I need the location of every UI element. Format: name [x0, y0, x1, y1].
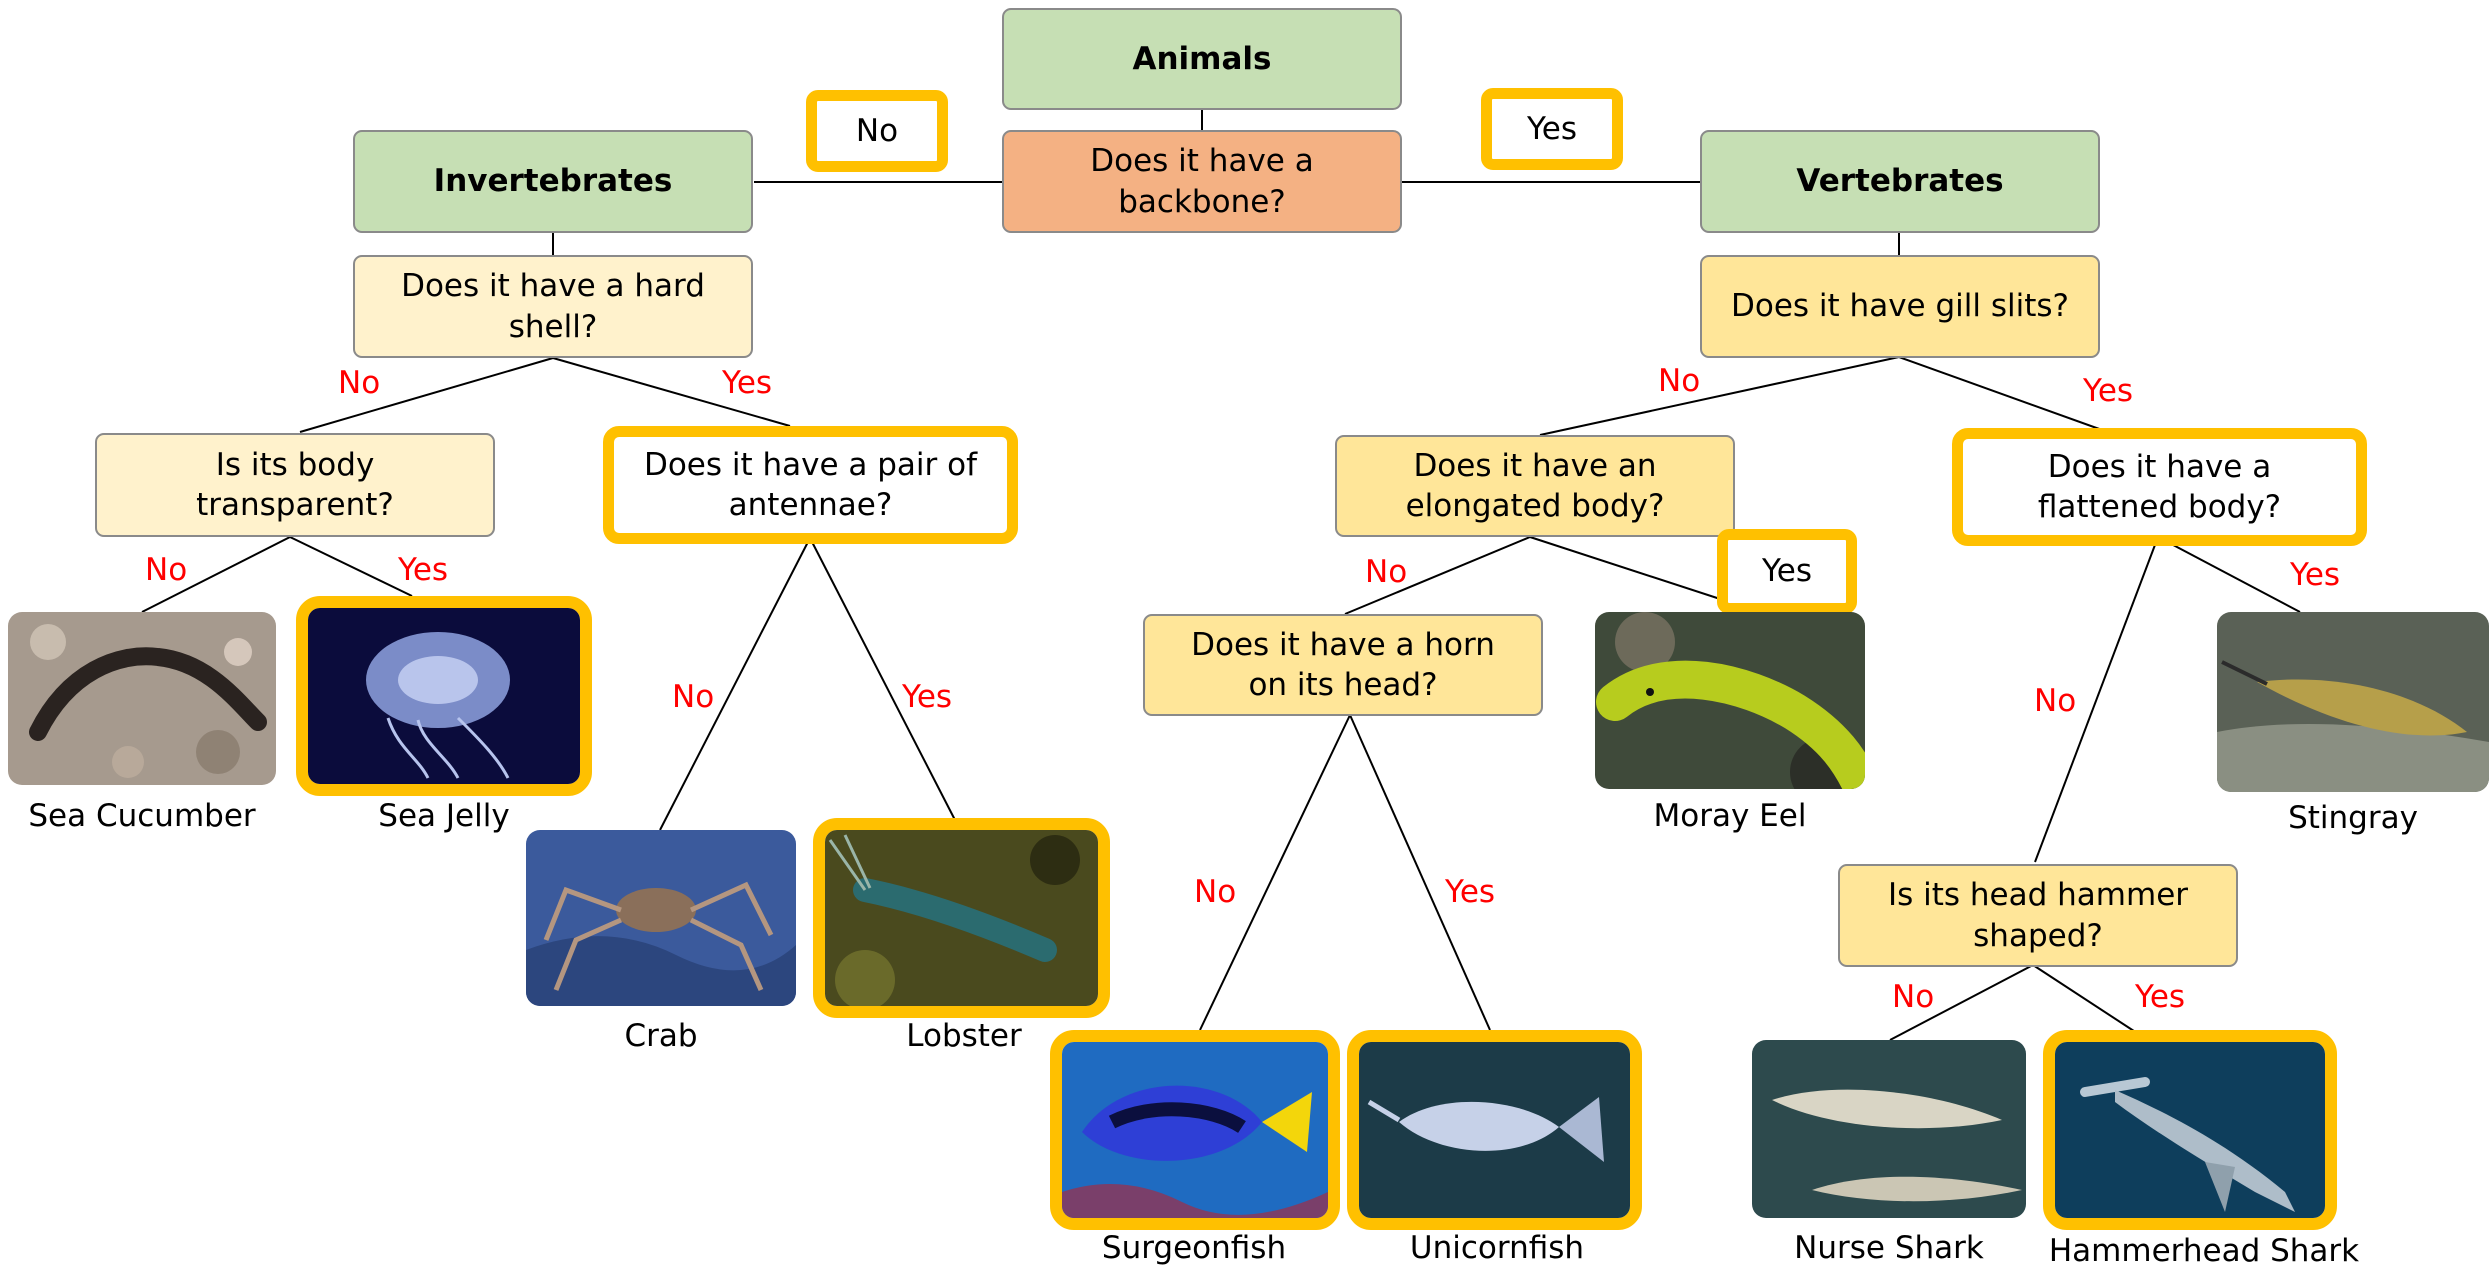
sea-jelly-label: Sea Jelly [378, 798, 510, 834]
answer-label-yes: Yes [2083, 373, 2134, 409]
answer-label-no: No [1194, 874, 1237, 910]
root-yes-label: Yes [1526, 110, 1578, 147]
answer-label-yes: Yes [1445, 874, 1496, 910]
elongated-question-box: Does it have an elongated body? [1335, 435, 1735, 537]
stingray-label: Stingray [2288, 800, 2418, 836]
connector [1889, 964, 2034, 1041]
crab-label: Crab [624, 1018, 698, 1054]
root-no-box: No [806, 90, 948, 172]
unicornfish-photo [1347, 1030, 1642, 1230]
hammer-question: Is its head hammer shaped? [1887, 877, 2189, 954]
unicornfish-label: Unicornfish [1409, 1230, 1585, 1265]
hard-shell-question-box: Does it have a hard shell? [353, 255, 753, 358]
answer-label-no: No [145, 552, 188, 588]
answer-label-no: No [1658, 363, 1701, 399]
connector [1344, 536, 1531, 615]
hammerhead-shark-photo [2043, 1030, 2337, 1230]
connector [141, 536, 291, 613]
horn-question-box: Does it have a horn on its head? [1143, 614, 1543, 716]
connector [1199, 714, 1351, 1031]
lobster-label: Lobster [906, 1018, 1022, 1054]
answer-label-yes: Yes [902, 679, 953, 715]
hammerhead-shark-label: Hammerhead Shark [2048, 1233, 2360, 1265]
connector [809, 537, 956, 821]
stingray-photo [2217, 612, 2489, 792]
root-no-label: No [855, 112, 899, 149]
answer-label-yes: Yes [398, 552, 449, 588]
connector [289, 536, 413, 597]
nurse-shark-label: Nurse Shark [1794, 1230, 1984, 1265]
surgeonfish-label: Surgeonfish [1101, 1230, 1287, 1265]
answer-label-yes: Yes [2290, 557, 2341, 593]
vertebrates-title: Vertebrates [1796, 163, 2004, 200]
hard-shell-question: Does it have a hard shell? [401, 268, 705, 345]
backbone-question: Does it have a backbone? [1090, 143, 1314, 220]
transparent-question: Is its body transparent? [196, 446, 394, 523]
antennae-question-box: Does it have a pair of antennae? [603, 426, 1018, 544]
answer-label-yes: Yes [722, 365, 773, 401]
connector [1539, 356, 1900, 436]
transparent-question-box: Is its body transparent? [95, 433, 495, 537]
connector [299, 357, 554, 433]
moray-yes-box: Yes [1717, 529, 1857, 614]
flattened-question: Does it have a flattened body? [2037, 448, 2282, 525]
connector [2032, 964, 2141, 1036]
root-yes-box: Yes [1481, 88, 1623, 170]
gill-slits-question-box: Does it have gill slits? [1700, 255, 2100, 358]
hammer-question-box: Is its head hammer shaped? [1838, 864, 2238, 967]
root-title: Animals [1132, 40, 1272, 77]
crab-photo [526, 830, 796, 1006]
sea-jelly-photo [296, 596, 592, 796]
answer-label-no: No [338, 365, 381, 401]
connector [659, 537, 811, 831]
gill-slits-question: Does it have gill slits? [1731, 288, 2069, 325]
elongated-question: Does it have an elongated body? [1405, 447, 1665, 524]
moray-yes-label: Yes [1761, 553, 1813, 590]
antennae-question: Does it have a pair of antennae? [643, 446, 978, 523]
invertebrates-title: Invertebrates [433, 163, 673, 200]
root-title-box: Animals [1002, 8, 1402, 110]
connector [2034, 536, 2159, 863]
connector [1898, 356, 2131, 441]
invertebrates-box: Invertebrates [353, 130, 753, 233]
sea-cucumber-photo [8, 612, 276, 785]
vertebrates-box: Vertebrates [1700, 130, 2100, 233]
sea-cucumber-label: Sea Cucumber [28, 798, 256, 834]
answer-label-no: No [1892, 979, 1935, 1015]
flattened-question-box: Does it have a flattened body? [1952, 428, 2367, 546]
horn-question: Does it have a horn on its head? [1191, 626, 1495, 703]
lobster-photo [813, 818, 1110, 1018]
answer-label-no: No [672, 679, 715, 715]
moray-eel-photo [1595, 612, 1865, 789]
surgeonfish-photo [1050, 1030, 1340, 1230]
connector [2157, 536, 2301, 613]
connector [552, 357, 791, 427]
backbone-question-box: Does it have a backbone? [1002, 130, 1402, 233]
moray-eel-label: Moray Eel [1653, 798, 1807, 834]
answer-label-yes: Yes [2135, 979, 2186, 1015]
answer-label-no: No [1365, 554, 1408, 590]
connector [1349, 714, 1491, 1031]
nurse-shark-photo [1752, 1040, 2026, 1218]
answer-label-no: No [2034, 683, 2077, 719]
